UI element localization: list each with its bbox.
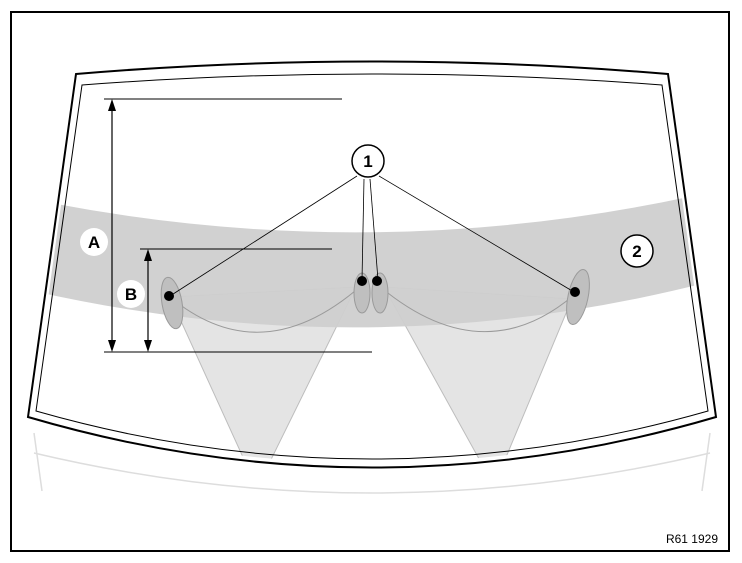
diagram-frame: 1 2 A B R61 1929: [10, 11, 730, 552]
dim-a-arrowhead-bottom: [108, 340, 116, 352]
dim-b-arrowhead-top: [144, 249, 152, 261]
hood-right-edge: [701, 432, 711, 492]
callout-2: 2: [620, 234, 654, 268]
spray-oval-right: [566, 269, 590, 325]
callout-a-label: A: [88, 233, 100, 252]
wiping-zone-band: [32, 188, 712, 328]
hood-left-edge: [33, 432, 43, 492]
callout-b-label: B: [125, 285, 137, 304]
callout-b: B: [117, 280, 145, 308]
leader-line-left: [169, 175, 358, 297]
callout-a: A: [80, 228, 108, 256]
nozzle-point-center-left: [357, 276, 367, 286]
leader-line-center-right: [369, 178, 379, 281]
spray-arc-right: [377, 284, 575, 332]
glass-area: [32, 188, 712, 463]
leader-line-right: [378, 175, 575, 293]
nozzle-point-right: [570, 287, 580, 297]
hood-contour-line: [33, 452, 711, 494]
spray-arc-left: [169, 284, 363, 333]
nozzle-point-center-right: [372, 276, 382, 286]
callout-2-label: 2: [632, 242, 641, 261]
callout-1: 1: [351, 144, 385, 178]
leader-line-center-left: [361, 178, 365, 281]
callout-1-label: 1: [363, 152, 372, 171]
windshield-diagram: 1 2 A B: [26, 60, 718, 494]
dim-a-arrowhead-top: [108, 99, 116, 111]
windshield-outer-edge: [26, 60, 718, 469]
dim-b-arrowhead-bottom: [144, 340, 152, 352]
spray-oval-left: [160, 276, 184, 330]
reference-code: R61 1929: [665, 532, 718, 546]
nozzle-point-left: [164, 291, 174, 301]
windshield-inner-edge: [35, 73, 709, 460]
